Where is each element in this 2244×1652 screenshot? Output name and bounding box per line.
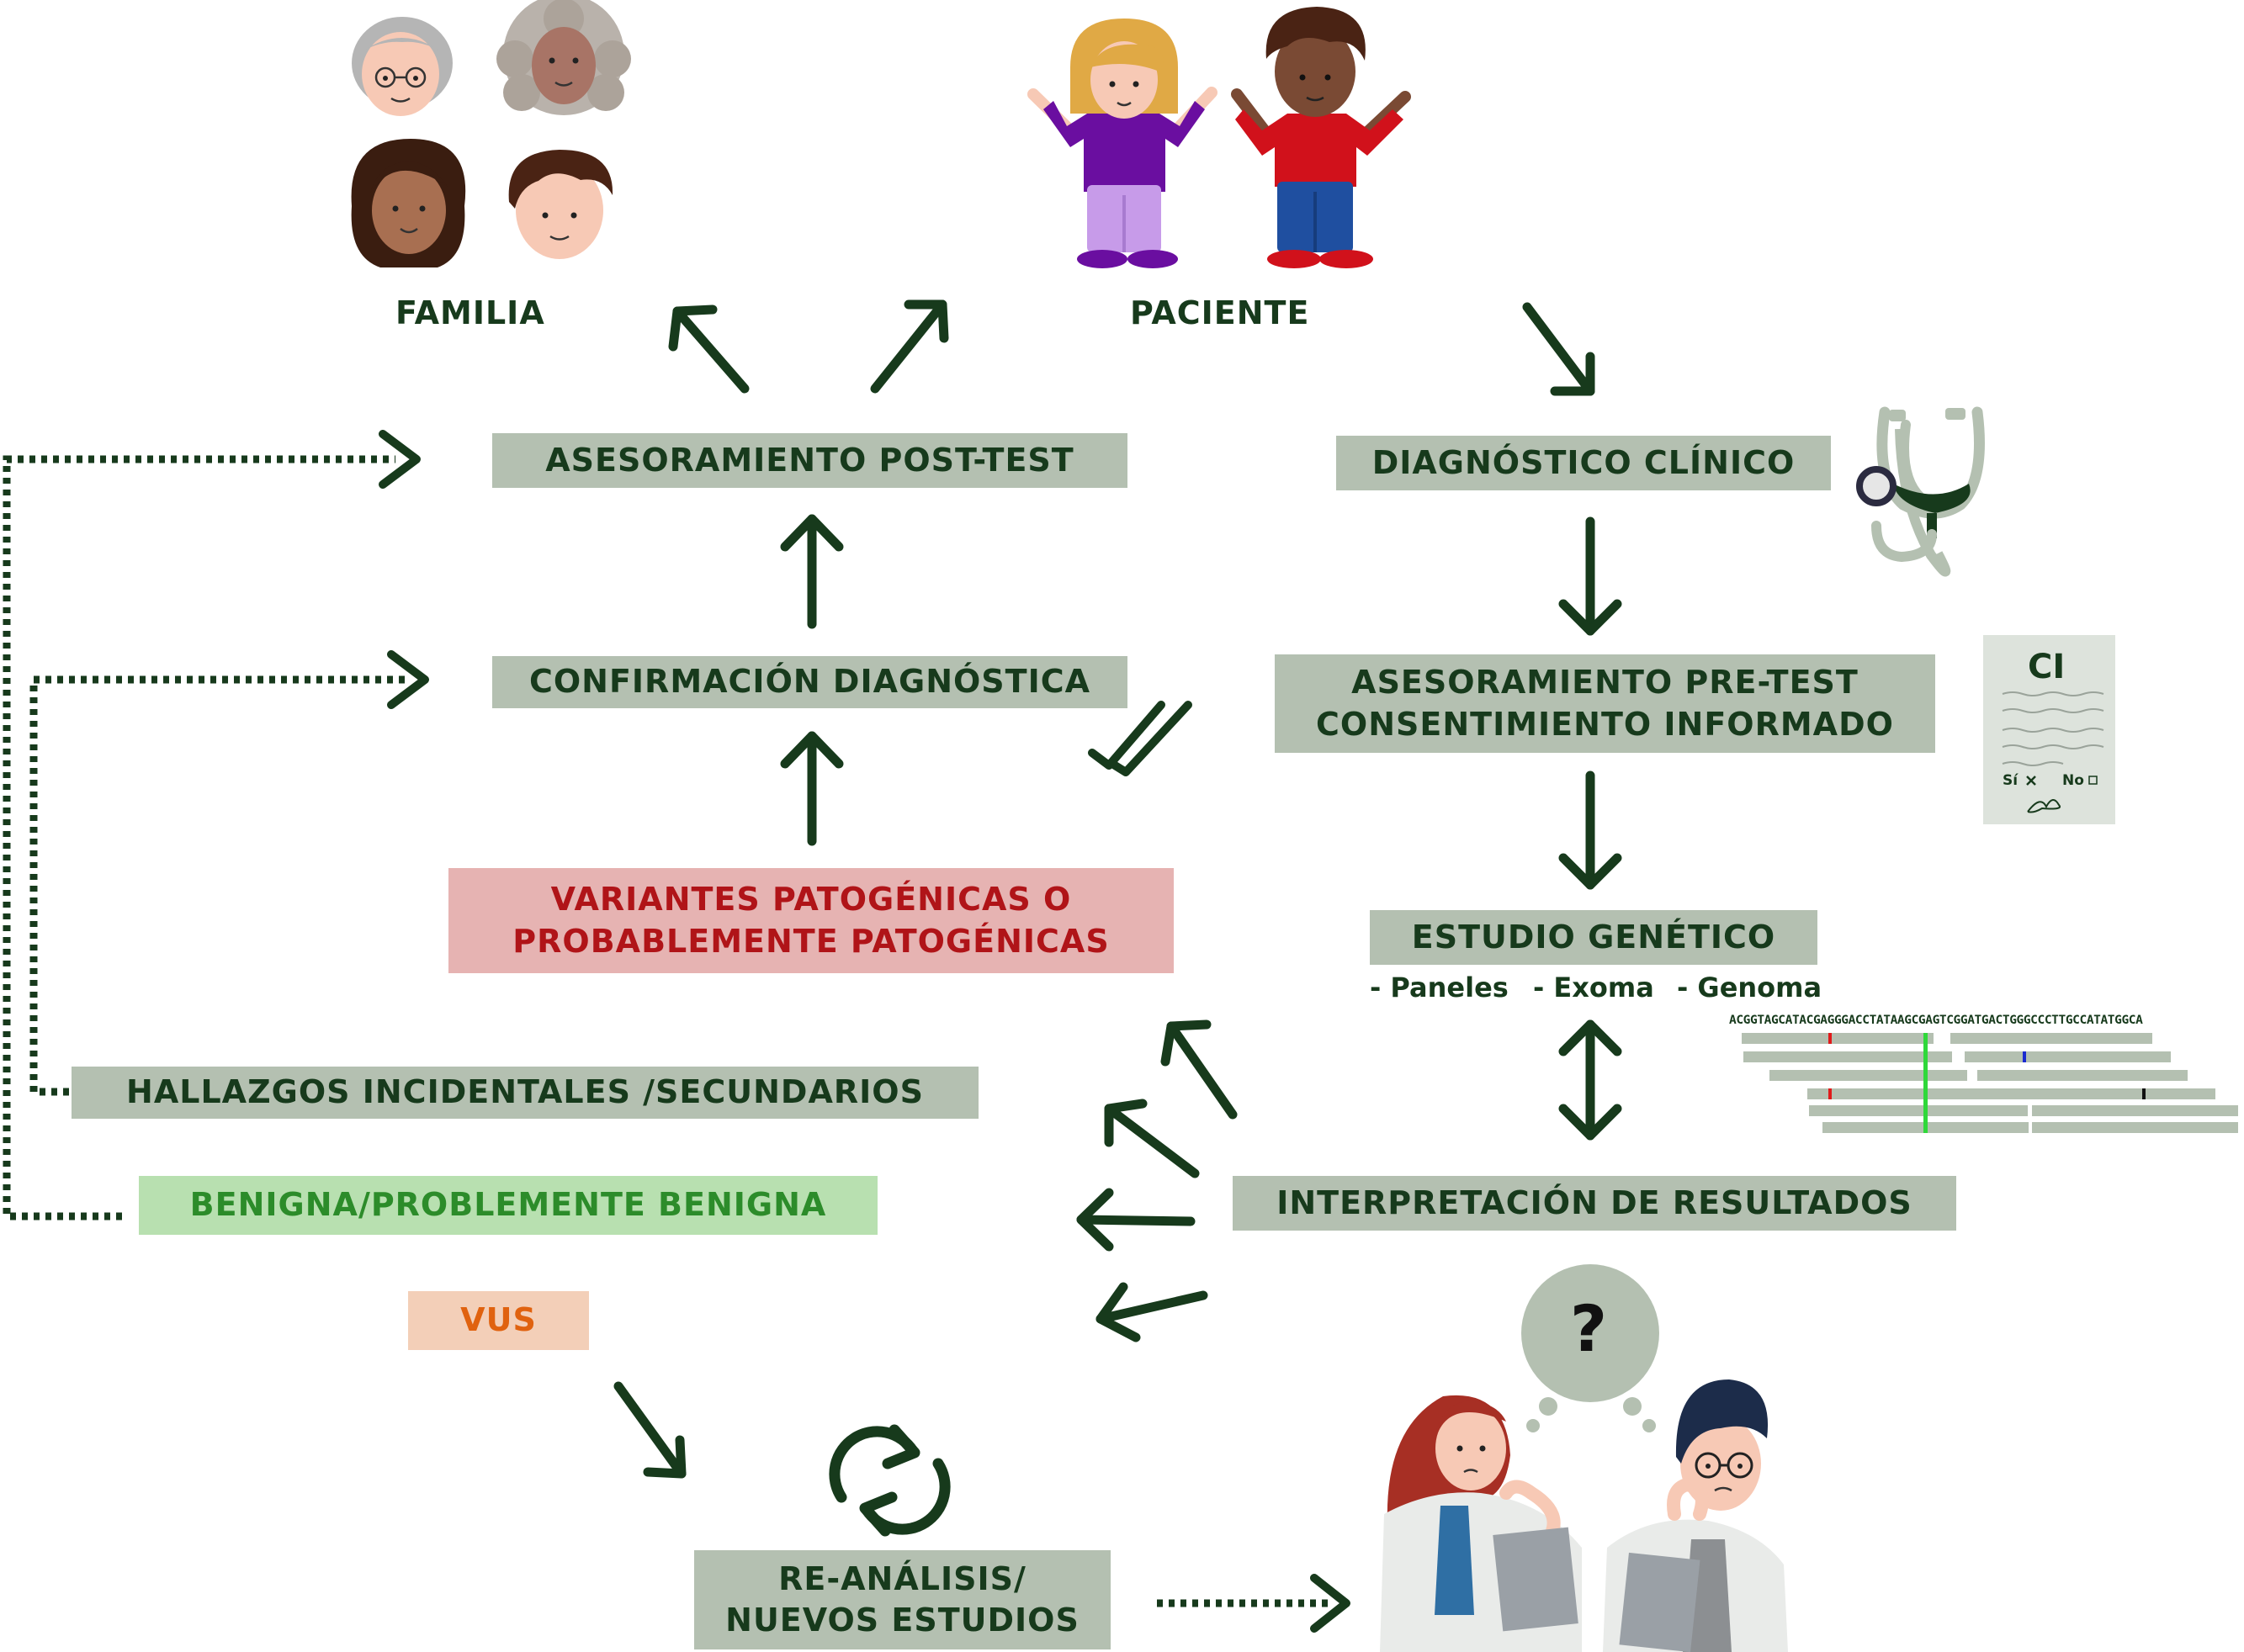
arrow-interpretation-to-benign: [1076, 1188, 1196, 1252]
diagnostic-confirmation-box: CONFIRMACIÓN DIAGNÓSTICA: [492, 656, 1127, 708]
double-arrow-genetic-study-interpretation: [1558, 1019, 1622, 1141]
incidental-findings-box: HALLAZGOS INCIDENTALES /SECUNDARIOS: [72, 1067, 979, 1119]
arrow-patient-to-diagnosis: [1522, 302, 1595, 396]
doctors-thinking-icon: [1380, 1264, 1788, 1652]
reanalysis-box: RE-ANÁLISIS/ NUEVOS ESTUDIOS: [694, 1550, 1111, 1649]
father-face-icon: [508, 150, 613, 259]
interpretation-label: INTERPRETACIÓN DE RESULTADOS: [1276, 1183, 1912, 1221]
clinical-diagnosis-label: DIAGNÓSTICO CLÍNICO: [1371, 443, 1796, 481]
genetic-study-label: ESTUDIO GENÉTICO: [1411, 918, 1776, 956]
children-icon: [1027, 7, 1411, 268]
informed-consent-label: CONSENTIMIENTO INFORMADO: [1316, 705, 1894, 743]
patient-label: PACIENTE: [1130, 294, 1310, 331]
post-test-counseling-box: ASESORAMIENTO POST-TEST: [492, 433, 1127, 488]
arrow-to-patient: [870, 299, 949, 394]
girl-figure-icon: [1027, 19, 1217, 268]
pathogenic-variants-label-line2: PROBABLEMENTE PATOGÉNICAS: [512, 922, 1110, 960]
dna-reads-icon: [1742, 1033, 2238, 1133]
arrow-interpretation-to-variants: [1160, 1019, 1238, 1120]
consent-no-label: No: [2062, 772, 2084, 789]
arrow-diagnosis-to-pre-test: [1563, 522, 1617, 631]
stethoscope-icon: [1856, 406, 1985, 577]
question-mark-icon: ?: [1570, 1291, 1608, 1366]
arrow-variants-to-confirmation: [785, 736, 839, 841]
pathogenic-variants-label-line1: VARIANTES PATOGÉNICAS O: [550, 881, 1072, 919]
boy-figure-icon: [1231, 7, 1411, 268]
family-faces-icon: [351, 0, 631, 267]
benign-box: BENIGNA/PROBLEMENTE BENIGNA: [139, 1176, 878, 1235]
grandfather-face-icon: [352, 17, 453, 116]
arrow-interpretation-to-vus: [1095, 1282, 1208, 1342]
option-genome: - Genoma: [1677, 972, 1822, 1003]
reanalysis-label-line1: RE-ANÁLISIS/: [778, 1559, 1027, 1597]
arrow-pre-test-to-genetic-study: [1563, 776, 1617, 885]
family-label: FAMILIA: [395, 294, 545, 331]
reanalysis-label-line2: NUEVOS ESTUDIOS: [725, 1602, 1080, 1639]
clinical-diagnosis-box: DIAGNÓSTICO CLÍNICO: [1336, 436, 1831, 490]
option-exome: - Exoma: [1533, 972, 1654, 1003]
interpretation-box: INTERPRETACIÓN DE RESULTADOS: [1233, 1176, 1956, 1231]
dotted-line-incidental-to-confirmation: [29, 675, 408, 1096]
pre-test-counseling-label: ASESORAMIENTO PRE-TEST: [1351, 664, 1859, 702]
dna-sequence-text: ACGGTAGCATACGAGGGACCTATAAGCGAGTCGGATGACT…: [1729, 1014, 2143, 1027]
arrow-interpretation-to-incidental: [1104, 1099, 1200, 1178]
mother-face-icon: [351, 139, 466, 267]
diagnostic-confirmation-label: CONFIRMACIÓN DIAGNÓSTICA: [528, 663, 1091, 701]
post-test-counseling-label: ASESORAMIENTO POST-TEST: [545, 441, 1074, 479]
arrow-confirmation-to-post-test: [785, 519, 839, 624]
arrow-vus-to-reanalysis: [613, 1381, 687, 1479]
incidental-findings-label: HALLAZGOS INCIDENTALES /SECUNDARIOS: [126, 1073, 924, 1111]
dotted-arrowhead-post-test: [379, 430, 421, 489]
benign-label: BENIGNA/PROBLEMENTE BENIGNA: [189, 1186, 827, 1224]
consent-yes-label: Sí: [2003, 772, 2019, 789]
vus-label: VUS: [460, 1301, 537, 1339]
grandmother-face-icon: [496, 0, 631, 115]
consent-form-icon: [1983, 635, 2115, 824]
dotted-arrowhead-confirmation: [387, 650, 429, 709]
pathogenic-variants-box: VARIANTES PATOGÉNICAS O PROBABLEMENTE PA…: [448, 868, 1174, 973]
option-panels: - Paneles: [1370, 972, 1509, 1003]
consent-form-title: CI: [2028, 648, 2066, 686]
arrow-to-family: [668, 304, 750, 394]
pre-test-counseling-box: ASESORAMIENTO PRE-TEST CONSENTIMIENTO IN…: [1275, 654, 1935, 753]
genetic-study-box: ESTUDIO GENÉTICO: [1370, 910, 1817, 965]
dotted-arrowhead-doctors: [1310, 1574, 1350, 1633]
double-check-icon: [1088, 701, 1192, 776]
refresh-cycle-icon: [829, 1424, 951, 1537]
vus-box: VUS: [408, 1291, 589, 1350]
